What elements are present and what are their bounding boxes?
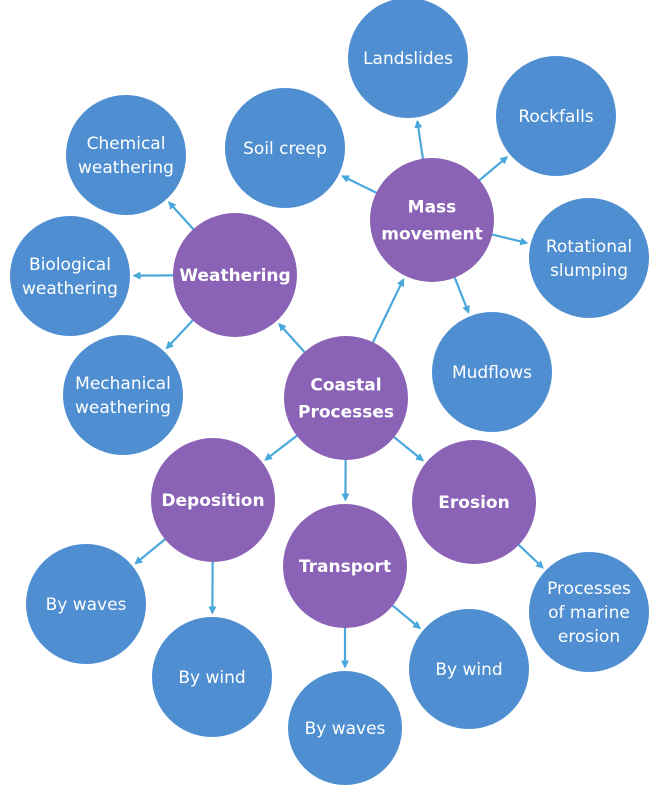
node-label-processes-of-marine-erosion: erosion: [558, 627, 620, 647]
arrow-mass-movement-to-rotational-slumping: [490, 233, 529, 246]
node-label-rotational-slumping: slumping: [550, 261, 628, 281]
node-label-weathering: Weathering: [179, 266, 290, 286]
arrow-weathering-to-chemical-weathering: [168, 201, 196, 232]
node-label-soil-creep: Soil creep: [243, 139, 327, 159]
node-label-mechanical-weathering: Mechanical: [75, 374, 171, 394]
node-label-deposition-by-waves: By waves: [46, 595, 127, 615]
node-label-coastal-processes: Coastal: [310, 376, 381, 396]
node-mass-movement: Mass movement: [370, 158, 494, 282]
node-label-mass-movement: movement: [381, 225, 482, 245]
arrow-coastal-processes-to-erosion: [391, 434, 424, 462]
node-label-processes-of-marine-erosion: Processes: [547, 579, 631, 599]
node-label-chemical-weathering: weathering: [78, 158, 174, 178]
node-label-deposition: Deposition: [161, 491, 264, 511]
node-label-biological-weathering: weathering: [22, 279, 118, 299]
node-erosion: Erosion: [412, 440, 536, 564]
node-label-mechanical-weathering: weathering: [75, 398, 171, 418]
node-soil-creep: Soil creep: [225, 88, 345, 208]
arrow-mass-movement-to-soil-creep: [341, 175, 379, 195]
arrow-transport-to-transport-by-wind: [390, 603, 421, 630]
node-circle-deposition: [151, 438, 275, 562]
node-label-mudflows: Mudflows: [452, 363, 532, 383]
arrow-deposition-to-deposition-by-waves: [134, 537, 168, 565]
node-circle-rockfalls: [496, 56, 616, 176]
node-mudflows: Mudflows: [432, 312, 552, 432]
node-circle-soil-creep: [225, 88, 345, 208]
node-label-transport-by-wind: By wind: [435, 660, 502, 680]
node-label-landslides: Landslides: [363, 49, 453, 69]
node-rockfalls: Rockfalls: [496, 56, 616, 176]
arrow-erosion-to-processes-of-marine-erosion: [516, 542, 544, 569]
node-chemical-weathering: Chemical weathering: [66, 95, 186, 215]
arrow-mass-movement-to-landslides: [414, 119, 425, 161]
node-circle-mechanical-weathering: [63, 335, 183, 455]
node-label-biological-weathering: Biological: [29, 255, 111, 275]
node-circle-deposition-by-waves: [26, 544, 146, 664]
connectors: [132, 119, 544, 669]
node-circle-mass-movement: [370, 158, 494, 282]
arrow-weathering-to-mechanical-weathering: [165, 318, 195, 350]
node-circle-transport: [283, 504, 407, 628]
node-circle-coastal-processes: [284, 336, 408, 460]
node-circle-biological-weathering: [10, 216, 130, 336]
node-label-rockfalls: Rockfalls: [518, 107, 593, 127]
arrow-mass-movement-to-rockfalls: [477, 156, 509, 183]
node-circle-processes-of-marine-erosion: [529, 552, 649, 672]
node-label-mass-movement: Mass: [408, 198, 457, 218]
node-circle-deposition-by-wind: [152, 617, 272, 737]
arrow-coastal-processes-to-deposition: [264, 433, 300, 461]
node-deposition-by-wind: By wind: [152, 617, 272, 737]
node-mechanical-weathering: Mechanical weathering: [63, 335, 183, 455]
node-deposition: Deposition: [151, 438, 275, 562]
node-circle-erosion: [412, 440, 536, 564]
node-circle-transport-by-wind: [409, 609, 529, 729]
node-deposition-by-waves: By waves: [26, 544, 146, 664]
node-transport: Transport: [283, 504, 407, 628]
node-circle-chemical-weathering: [66, 95, 186, 215]
arrow-coastal-processes-to-mass-movement: [371, 278, 405, 345]
node-circle-rotational-slumping: [529, 198, 649, 318]
node-circle-weathering: [173, 213, 297, 337]
node-transport-by-wind: By wind: [409, 609, 529, 729]
node-label-coastal-processes: Processes: [298, 403, 394, 423]
node-label-chemical-weathering: Chemical: [87, 134, 166, 154]
node-circle-transport-by-waves: [288, 671, 402, 785]
node-processes-of-marine-erosion: Processes of marine erosion: [529, 552, 649, 672]
node-label-transport-by-waves: By waves: [305, 719, 386, 739]
node-circle-landslides: [348, 0, 468, 118]
node-circle-mudflows: [432, 312, 552, 432]
node-rotational-slumping: Rotational slumping: [529, 198, 649, 318]
node-weathering: Weathering: [173, 213, 297, 337]
node-landslides: Landslides: [348, 0, 468, 118]
node-transport-by-waves: By waves: [288, 671, 402, 785]
node-label-transport: Transport: [299, 557, 391, 577]
node-label-deposition-by-wind: By wind: [178, 668, 245, 688]
node-label-erosion: Erosion: [438, 493, 509, 513]
node-label-rotational-slumping: Rotational: [546, 237, 632, 257]
arrow-coastal-processes-to-weathering: [278, 322, 307, 355]
node-label-processes-of-marine-erosion: of marine: [548, 603, 630, 623]
node-biological-weathering: Biological weathering: [10, 216, 130, 336]
arrow-mass-movement-to-mudflows: [453, 275, 470, 314]
